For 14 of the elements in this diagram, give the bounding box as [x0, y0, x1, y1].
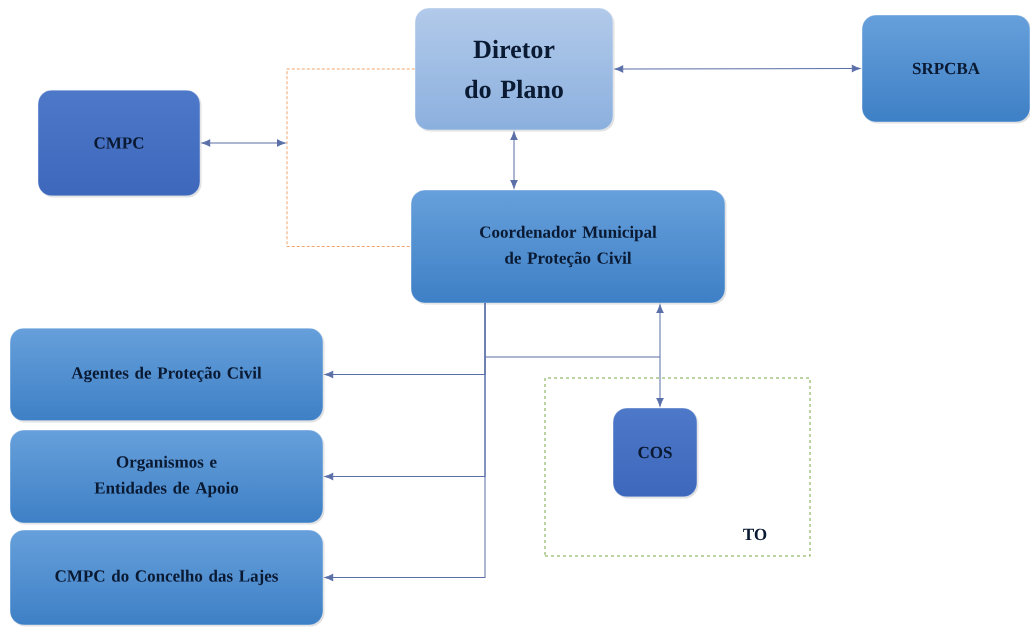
process-box: Agentes de Proteção Civil [9, 327, 325, 423]
process-box: COS [612, 407, 699, 499]
process-box: CMPC [37, 89, 202, 198]
arrow [510, 131, 518, 189]
arrow [201, 139, 286, 147]
arrow [324, 302, 486, 582]
arrow [614, 64, 861, 73]
process-box: Organismos e Entidades de Apoio [9, 429, 325, 525]
process-box: CMPC do Concelho das Lajes [9, 529, 325, 627]
process-box: SRPCBA [861, 14, 1030, 124]
title-box: Diretor do Plano [414, 7, 615, 132]
arrow [656, 304, 664, 407]
process-box: Coordenador Municipal de Proteção Civil [410, 189, 727, 305]
dashed-connector [286, 68, 416, 247]
